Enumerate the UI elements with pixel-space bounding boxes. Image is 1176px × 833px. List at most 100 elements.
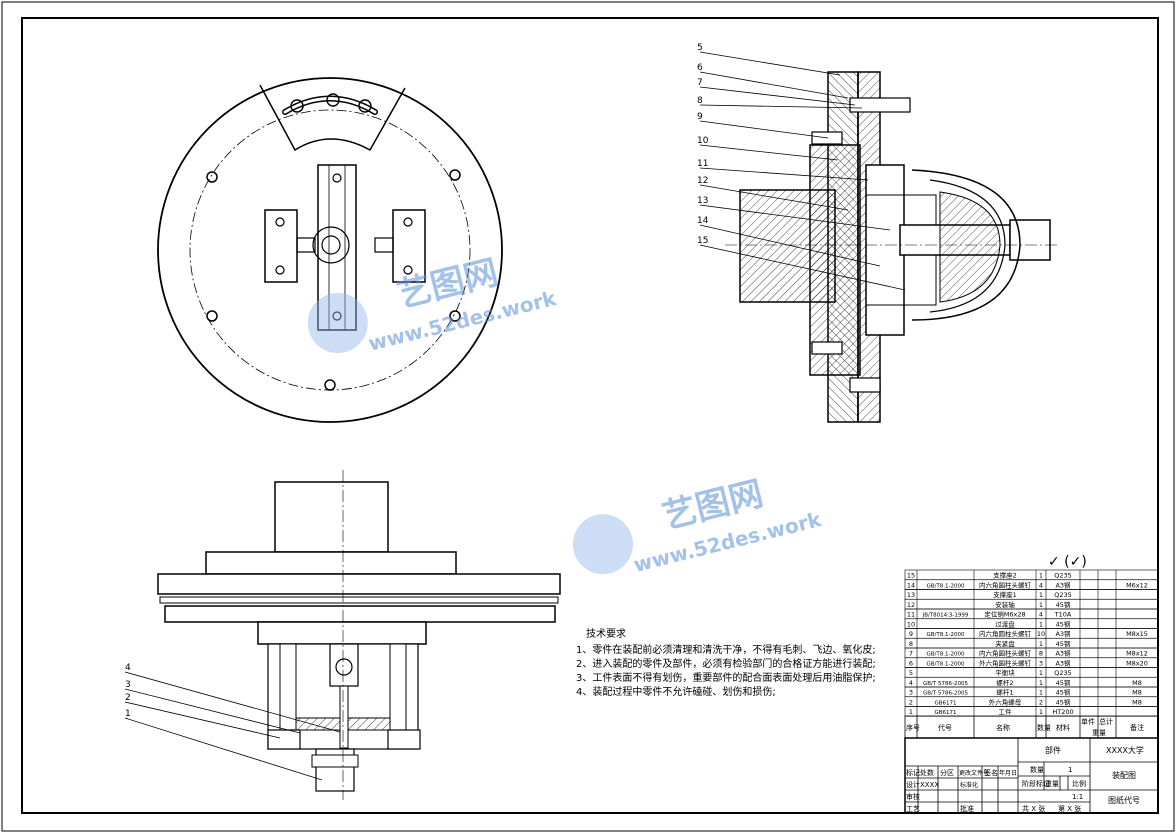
technical-notes: 技术要求 1、零件在装配前必须清理和清洗干净，不得有毛刺、飞边、氧化皮; 2、进… [576, 627, 876, 698]
tb-school: XXXX大学 [1106, 745, 1144, 755]
front-leader-labels: 4 3 2 1 [125, 663, 131, 719]
bom-cell-mat: 45钢 [1056, 689, 1071, 697]
tb-date-label: 年月日 [999, 769, 1017, 777]
bom-cell-qty: 1 [1039, 620, 1043, 628]
bom-cell-code: GB/T8.1-2000 [927, 583, 965, 589]
watermark-2: 艺图网 www.52des.work [572, 474, 824, 577]
bom-cell-no: 9 [909, 630, 913, 638]
surface-roughness-symbol: ✓ (✓) [1048, 554, 1087, 570]
bom-header-name: 名称 [996, 723, 1010, 732]
bom-cell-name: 内六角圆柱头螺钉 [979, 649, 1032, 658]
bom-cell-name: 支撑座1 [993, 590, 1017, 599]
bom-cell-code: JB/T8014.3-1999 [922, 613, 969, 619]
leader-label-4: 4 [125, 663, 131, 673]
bom-cell-no: 12 [907, 601, 915, 609]
bom-cell-qty: 1 [1039, 708, 1043, 716]
bom-cell-no: 11 [907, 611, 915, 619]
front-view [157, 470, 561, 800]
bom-cell-mat: 45钢 [1056, 679, 1071, 687]
bom-cell-code: GB/T8.1-2000 [927, 652, 965, 658]
tb-approve-label: 批准 [960, 804, 974, 813]
title-block [904, 737, 1159, 814]
bom-cell-no: 7 [909, 650, 913, 658]
bom-cell-note: M8x20 [1126, 659, 1148, 667]
tb-sign-label: 签名 [984, 768, 998, 777]
bom-header-qty: 数量 [1037, 723, 1051, 732]
bom-cell-qty: 1 [1039, 689, 1043, 697]
inner-frame [21, 17, 1159, 814]
side-leader-labels: 5 6 7 8 9 10 11 12 13 14 15 [697, 43, 709, 246]
bom-cell-qty: 2 [1039, 698, 1043, 706]
bom-cell-code: GB6171 [934, 700, 956, 706]
bom-cell-qty: 1 [1039, 601, 1043, 609]
bom-cell-no: 10 [907, 620, 915, 628]
front-leader-lines [124, 671, 341, 781]
tb-craft-label: 工艺 [906, 805, 920, 813]
bom-row: 10 过渡盘 1 45钢 [904, 618, 1159, 629]
bom-cell-qty: 1 [1039, 572, 1043, 580]
leader-label-14: 14 [697, 216, 709, 226]
bom-cell-no: 4 [909, 679, 913, 687]
tb-stage-label: 阶段标记 [1022, 779, 1050, 788]
top-view [157, 77, 503, 423]
leader-label-3: 3 [125, 680, 131, 690]
bom-cell-qty: 4 [1039, 611, 1043, 619]
tb-sheet-no: 第 X 张 [1058, 804, 1081, 813]
title-block-text: 部件 XXXX大学 数量 1 装配图 阶段标记 重量 比例 1:1 图纸代号 共… [906, 745, 1144, 813]
leader-label-13: 13 [697, 196, 708, 206]
bom-cell-name: 螺杆2 [996, 678, 1013, 687]
bom-cell-mat: 45钢 [1056, 620, 1071, 628]
bom-cell-no: 6 [909, 659, 913, 667]
leader-label-12: 12 [697, 176, 708, 186]
bom-cell-name: 定位销M6x28 [984, 610, 1025, 619]
bom-cell-no: 15 [907, 572, 915, 580]
leader-label-11: 11 [697, 159, 708, 169]
bom-row-border [904, 598, 1159, 610]
bom-cell-qty: 3 [1039, 659, 1043, 667]
tb-file-label: 更改文件号 [959, 769, 989, 777]
bom-row-border [904, 637, 1159, 649]
bom-cell-mat: A3钢 [1055, 659, 1071, 667]
bom-cell-name: 支撑座2 [993, 571, 1017, 580]
bom-cell-no: 13 [907, 591, 915, 599]
watermark-1: 艺图网 www.52des.work [307, 253, 559, 356]
tb-sheets-total: 共 X 张 [1022, 804, 1045, 813]
bom-cell-mat: Q235 [1054, 669, 1072, 677]
bom-cell-qty: 8 [1039, 650, 1043, 658]
bom-cell-name: 夹紧盘 [995, 639, 1015, 648]
bom-cell-name: 内六角圆柱头螺钉 [979, 580, 1032, 589]
bom-header-no: 序号 [906, 723, 920, 732]
bom-cell-no: 8 [909, 640, 913, 648]
leader-label-9: 9 [697, 112, 703, 122]
bom-cell-code: GB/T8.1-2000 [927, 661, 965, 667]
tb-scale-value: 1:1 [1072, 793, 1083, 801]
bom-cell-no: 1 [909, 708, 913, 716]
bom-cell-name: 过渡盘 [995, 619, 1015, 628]
bom-header-mass: 重量 [1092, 729, 1106, 737]
bom-cell-note: M8 [1132, 689, 1142, 697]
bom-row-border [904, 569, 1159, 581]
tb-design-value: XXXX [920, 781, 939, 789]
side-section-view [725, 71, 1060, 423]
leader-label-5: 5 [697, 43, 703, 53]
bom-cell-no: 5 [909, 669, 913, 677]
bom-cell-mat: 45钢 [1056, 698, 1071, 706]
bom-header-mat: 材料 [1056, 723, 1070, 732]
bom-cell-name: 外六角圆柱头螺钉 [979, 658, 1032, 667]
leader-label-1: 1 [125, 709, 131, 719]
bom-cell-mat: A3钢 [1055, 650, 1071, 658]
globe-icon [307, 292, 368, 353]
bom-cell-qty: 4 [1039, 581, 1043, 589]
